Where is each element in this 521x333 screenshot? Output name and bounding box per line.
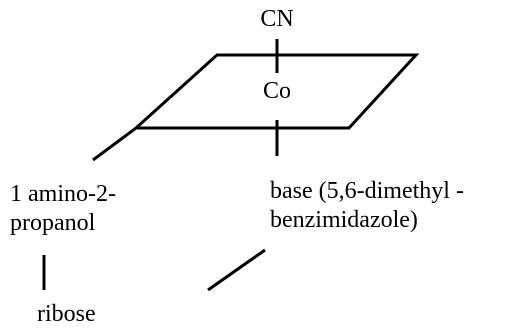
corrin-ring-plane <box>132 53 420 130</box>
cyanide-label: CN <box>257 5 297 33</box>
cobalt-label: Co <box>255 77 299 105</box>
base-label-line1: base (5,6-dimethyl - <box>270 178 464 204</box>
amino-propanol-label-line2: propanol <box>10 210 96 236</box>
amino-propanol-label-line1: 1 amino-2- <box>10 181 116 207</box>
ribose-label: ribose <box>37 301 96 327</box>
ribose-base-bond <box>207 248 266 292</box>
base-label-line2: benzimidazole) <box>270 207 418 233</box>
propanol-link-bond <box>92 126 137 162</box>
